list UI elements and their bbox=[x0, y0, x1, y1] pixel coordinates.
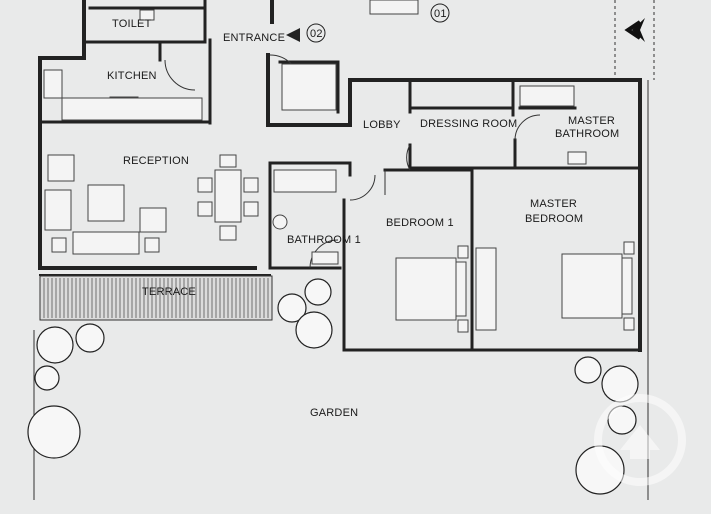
trees bbox=[27, 278, 639, 495]
watermark-logo-icon bbox=[594, 394, 686, 486]
label-master-bedroom-2: BEDROOM bbox=[525, 213, 583, 225]
label-bathroom-1: BATHROOM 1 bbox=[287, 234, 361, 246]
room-labels: TOILET ENTRANCE KITCHEN LOBBY DRESSING R… bbox=[107, 8, 619, 419]
north-arrow-icon bbox=[624, 18, 645, 42]
label-master-bathroom-1: MASTER bbox=[568, 115, 615, 127]
entrance-arrow-icon bbox=[286, 23, 326, 43]
label-master-bathroom-2: BATHROOM bbox=[555, 128, 619, 140]
terrace-hatch bbox=[39, 275, 273, 321]
marker-01-text: 01 bbox=[434, 8, 447, 20]
label-dressing-room: DRESSING ROOM bbox=[420, 118, 517, 130]
label-master-bedroom-1: MASTER bbox=[530, 198, 577, 210]
furniture bbox=[43, 0, 635, 333]
walls bbox=[38, 0, 642, 352]
label-terrace: TERRACE bbox=[142, 286, 196, 298]
label-reception: RECEPTION bbox=[123, 155, 189, 167]
label-lobby: LOBBY bbox=[363, 119, 401, 131]
marker-02-text: 02 bbox=[310, 28, 323, 40]
entry-01-marker bbox=[430, 3, 450, 23]
label-toilet: TOILET bbox=[112, 18, 152, 30]
label-garden: GARDEN bbox=[310, 407, 358, 419]
label-entrance: ENTRANCE bbox=[223, 32, 285, 44]
label-kitchen: KITCHEN bbox=[107, 70, 157, 82]
label-bedroom-1: BEDROOM 1 bbox=[386, 217, 454, 229]
